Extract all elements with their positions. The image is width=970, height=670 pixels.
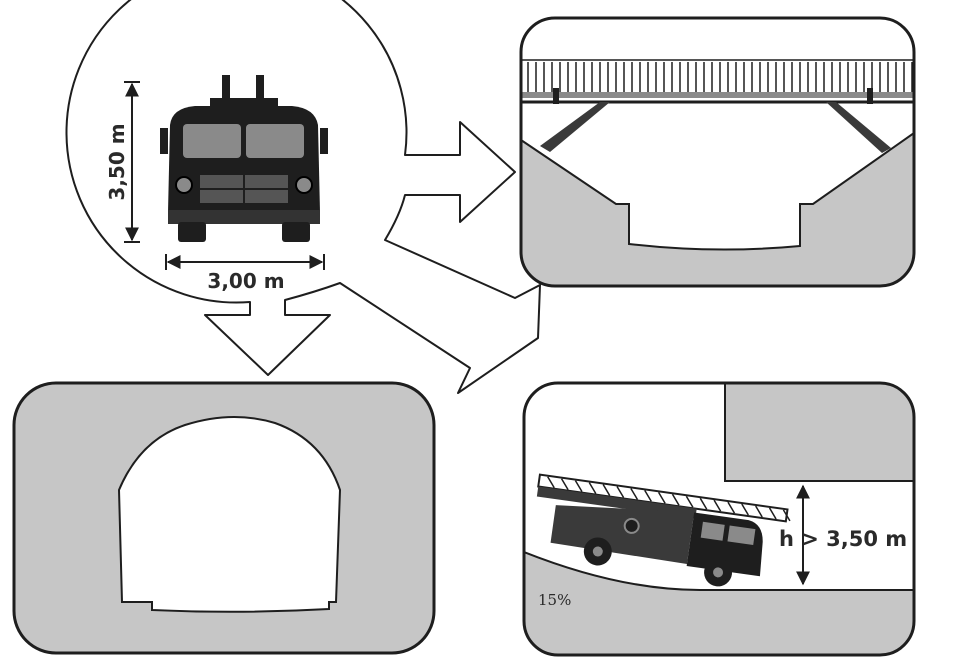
ladder-rung [547, 476, 555, 489]
ladder-rung [574, 480, 583, 493]
ladder-rung [727, 501, 736, 514]
ladder-rung [755, 505, 763, 518]
overhead-structure [724, 383, 914, 482]
ladder-rung [671, 493, 680, 506]
tunnel-panel [12, 381, 436, 655]
height-dimension: 3,50 m [105, 81, 140, 243]
ladder-rung [657, 491, 666, 504]
ladder-rung [713, 499, 722, 512]
ladder-rung [685, 495, 694, 508]
tunnel-opening [117, 416, 342, 613]
slope-clearance-panel: h > 3,50 m 15% [522, 381, 916, 657]
ladder-rung [630, 488, 639, 500]
slope-label: 15% [538, 591, 571, 609]
ladder-rung [602, 484, 611, 496]
bridge-panel [519, 16, 916, 288]
ladder-rung [782, 509, 791, 522]
ladder-rung [560, 478, 569, 491]
bridge-deck [521, 59, 914, 104]
ladder-rung [741, 503, 749, 516]
ladder-rung [768, 507, 777, 520]
ladder-rung [644, 490, 652, 502]
sloped-ground [524, 550, 914, 655]
ladder-rung [616, 486, 625, 498]
clearance-label: h > 3,50 m [779, 527, 907, 551]
bridge-strut-left [540, 102, 610, 152]
ladder-truck-side-icon [536, 473, 791, 587]
channel-ground [521, 131, 914, 286]
ladder-rung [588, 482, 597, 495]
vehicle-height-label: 3,50 m [105, 123, 129, 200]
bridge-strut-right [826, 102, 891, 153]
fire-truck-front-icon [160, 75, 328, 242]
ladder-rung [699, 497, 708, 510]
vehicle-width-label: 3,00 m [207, 269, 284, 293]
width-dimension: 3,00 m [165, 254, 325, 293]
